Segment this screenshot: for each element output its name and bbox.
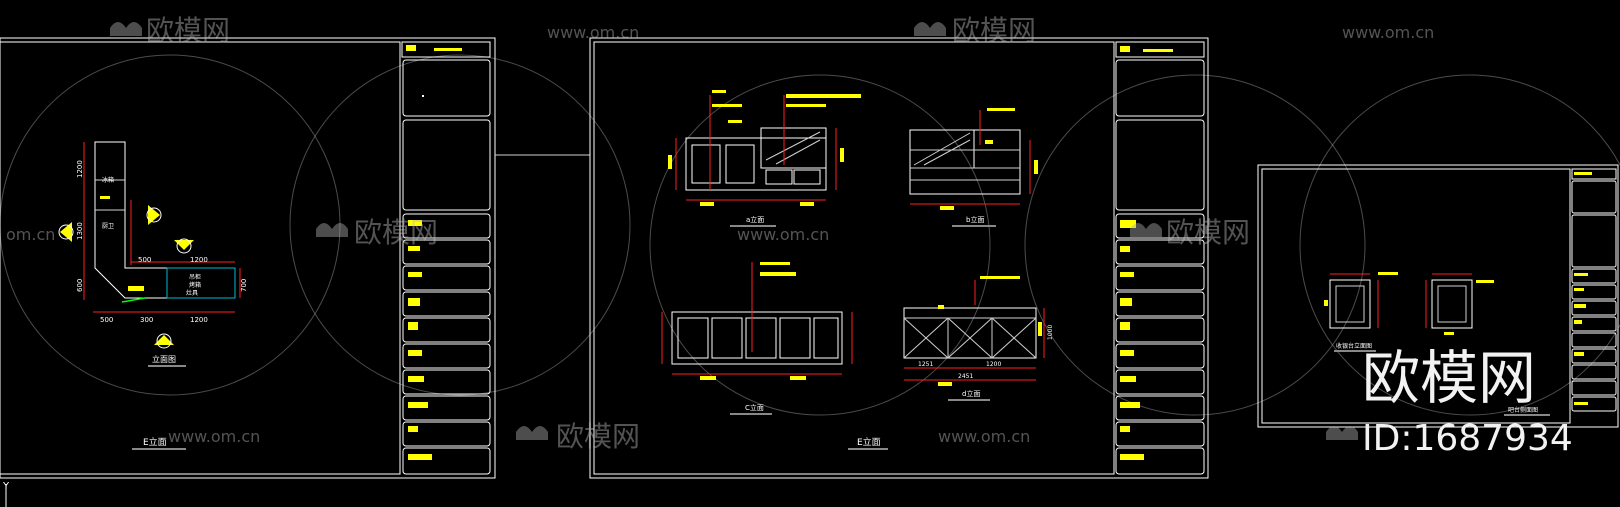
watermark-url: om.cn [6, 225, 55, 244]
brand-logo-icon [316, 223, 348, 237]
watermark-id: ID:1687934 [1362, 418, 1573, 459]
ucs-axis-label: Y [2, 481, 10, 492]
plan-item-label: 烤箱 [189, 281, 201, 289]
view-title: E立面 [857, 436, 881, 448]
dimension-label: 500 [100, 316, 113, 324]
view-title: b立面 [966, 215, 984, 224]
brand-logo-icon [1130, 223, 1162, 237]
view-title: a立面 [746, 215, 764, 224]
dimension-label: 1000 [1047, 325, 1054, 340]
drawing-sheet-1: 1200 1300 600 500 300 1200 700 500 1200 … [0, 37, 496, 479]
ucs-icon: Y [2, 481, 10, 507]
watermark-url: www.om.cn [938, 427, 1030, 446]
plan-item-label: 厨卫 [102, 223, 114, 230]
plan-item-label: 灶具 [186, 289, 198, 297]
watermark-url: www.om.cn [737, 225, 829, 244]
watermark-layer: 欧模网 欧模网 www.om.cn www.om.cn om.cn 欧模网 ww… [6, 14, 1573, 459]
dimension-label: 300 [140, 316, 153, 324]
dimension-label: 700 [240, 279, 248, 292]
view-title: d立面 [962, 389, 980, 398]
watermark-brand: 欧模网 [354, 216, 438, 249]
view-title: 吧台侧面图 [1508, 406, 1538, 414]
view-title: 立面图 [152, 354, 176, 364]
plan-item-label: 吊柜 [189, 273, 201, 281]
drawing-sheet-3: 收银台立面图 吧台侧面图 [1257, 164, 1619, 428]
dimension-label: 2451 [958, 373, 973, 380]
watermark-circles [0, 54, 1620, 416]
view-title: E立面 [143, 436, 167, 448]
brand-logo-icon [914, 22, 946, 36]
brand-logo-icon [110, 22, 142, 36]
dimension-label: 500 [138, 256, 151, 264]
drawing-sheet-2: a立面 b立面 C立面 [589, 37, 1209, 479]
watermark-big-brand: 欧模网 [1362, 344, 1536, 412]
dimension-label: 1200 [986, 361, 1001, 368]
brand-logo-icon [516, 426, 548, 440]
watermark-brand: 欧模网 [146, 14, 230, 47]
dimension-label: 1200 [76, 160, 84, 178]
dimension-label: 1300 [76, 222, 84, 240]
view-title: C立面 [745, 403, 764, 412]
watermark-url: www.om.cn [168, 427, 260, 446]
dimension-label: 600 [76, 279, 84, 292]
view-title: 收银台立面图 [1336, 342, 1372, 350]
watermark-url: www.om.cn [547, 23, 639, 42]
dimension-label: 1200 [190, 256, 208, 264]
dimension-label: 1200 [190, 316, 208, 324]
watermark-brand: 欧模网 [556, 420, 640, 453]
brand-logo-icon [1326, 426, 1358, 440]
plan-item-label: 冰箱 [102, 176, 114, 184]
dimension-label: 1251 [918, 361, 933, 368]
watermark-brand: 欧模网 [952, 14, 1036, 47]
watermark-url: www.om.cn [1342, 23, 1434, 42]
watermark-brand: 欧模网 [1166, 216, 1250, 249]
